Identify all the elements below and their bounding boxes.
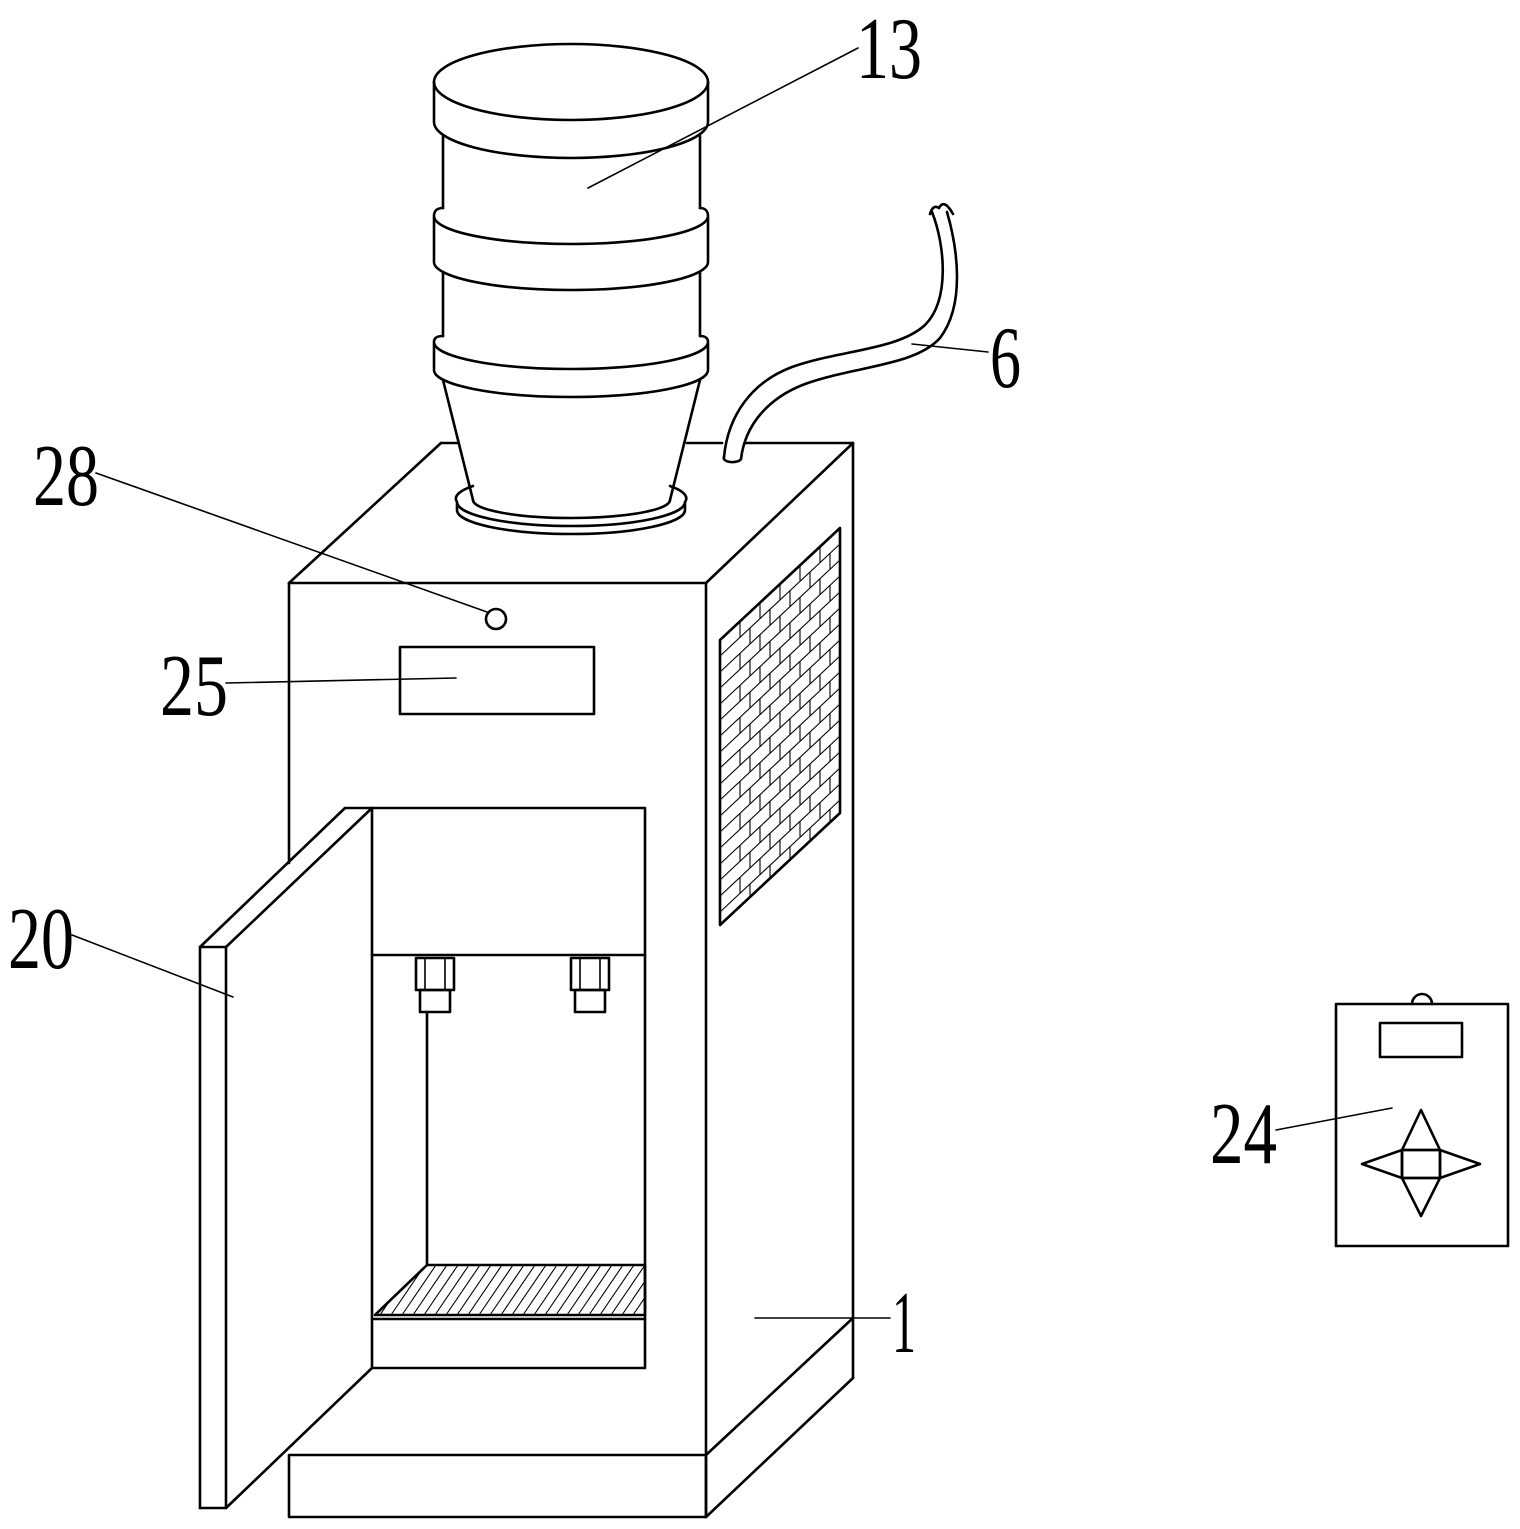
faucet-nut: [569, 956, 611, 992]
leader-line-remote: [1275, 1107, 1393, 1131]
faucet-nozzle: [573, 988, 607, 1014]
leader-line-display: [225, 677, 457, 684]
drip-tray-hatch-line: [555, 1264, 591, 1316]
grille-mesh: [719, 543, 841, 913]
indicator-light: [484, 607, 508, 631]
callout-label-bottle: 13: [856, 1, 922, 98]
drip-tray-hatch-line: [390, 1270, 422, 1316]
hose: [722, 202, 959, 464]
remote-dpad: [1360, 1108, 1482, 1218]
callout-label-indicator: 28: [33, 428, 99, 525]
drip-tray-hatch-line: [621, 1280, 646, 1316]
drip-tray-hatch-line: [423, 1264, 459, 1316]
drip-tray-hatch-line: [533, 1264, 569, 1316]
bottle-body-lower: [441, 270, 702, 338]
cabinet: [287, 441, 855, 1519]
faucet-nut-facets: [579, 957, 601, 991]
dpad-center: [1400, 1148, 1442, 1180]
water-bottle: [432, 42, 710, 536]
bottle-ring-lower: [432, 334, 710, 399]
dpad-right-arrow: [1438, 1148, 1482, 1180]
drip-tray-hatch-line: [610, 1264, 646, 1316]
callout-labels: 13 6 28 25 20 1 24: [8, 1, 1277, 1372]
drip-tray-hatch-line: [544, 1264, 580, 1316]
drip-tray-hatch-line: [379, 1300, 390, 1316]
door-bottom-edge: [198, 1366, 374, 1510]
drip-tray-hatch-line: [478, 1264, 514, 1316]
bottle-cap-top: [432, 42, 710, 122]
drip-tray-hatch-line: [588, 1264, 624, 1316]
dpad-down-arrow: [1400, 1176, 1442, 1218]
drip-tray-hatch-line: [522, 1264, 558, 1316]
remote-hanger-loop: [1410, 992, 1434, 1006]
drip-tray-hatch-line: [434, 1264, 470, 1316]
left-faucet: [414, 956, 456, 1014]
bottle-body-upper: [441, 134, 702, 210]
drip-tray-hatch-line: [577, 1264, 613, 1316]
callout-label-remote: 24: [1210, 1086, 1277, 1183]
drip-tray-hatch-line: [632, 1297, 646, 1316]
faucet-nut-facets: [424, 957, 446, 991]
bottle-ring-upper: [432, 206, 710, 292]
hose-inlet: [722, 455, 743, 464]
cabinet-door: [198, 806, 374, 1510]
callout-label-door: 20: [8, 891, 74, 988]
drip-tray-hatch-line: [445, 1264, 481, 1316]
callout-label-cabinet: 1: [892, 1275, 916, 1372]
drip-tray-hatch-line: [412, 1264, 448, 1316]
drip-tray-hatch-line: [566, 1264, 602, 1316]
cabinet-top-left-edge: [287, 441, 443, 585]
drip-tray-hatch-line: [401, 1264, 437, 1316]
bottle-cap-band: [432, 80, 710, 160]
leader-lines: [71, 47, 1393, 1319]
hose-outer-wall: [722, 210, 945, 459]
drip-tray-hatching: [379, 1264, 646, 1316]
drip-tray-hatch-line: [467, 1264, 503, 1316]
hose-end: [928, 202, 955, 216]
display-panel: [398, 645, 596, 716]
door-top-edge: [198, 806, 374, 949]
leader-line-hose: [911, 343, 989, 353]
remote-control: [1334, 992, 1510, 1248]
faucet-nozzle: [418, 988, 452, 1014]
leader-line-bottle: [587, 47, 859, 189]
callout-label-display: 25: [160, 638, 228, 735]
bottle-funnel-base: [471, 498, 672, 520]
dispensing-opening: [370, 806, 647, 1370]
leader-line-door: [71, 934, 234, 998]
drip-tray-hatch-line: [599, 1264, 635, 1316]
drip-tray-hatch-line: [456, 1264, 492, 1316]
cabinet-plinth: [287, 1453, 708, 1519]
remote-body: [1334, 1002, 1510, 1248]
cabinet-plinth-side-line: [704, 1316, 855, 1457]
cabinet-side-bottom-edge: [704, 1376, 855, 1519]
bottle-funnel: [441, 378, 702, 502]
drip-tray-hatch-line: [511, 1264, 547, 1316]
bottle-collar: [454, 484, 688, 536]
callout-label-hose: 6: [990, 310, 1021, 407]
cabinet-top-right-edge: [704, 441, 855, 585]
faucet-nut: [414, 956, 456, 992]
right-faucet: [569, 956, 611, 1014]
drip-tray: [373, 1263, 647, 1317]
hose-inner-wall: [739, 210, 959, 461]
remote-screen: [1378, 1021, 1464, 1059]
leader-line-indicator: [95, 472, 488, 613]
dpad-left-arrow: [1360, 1148, 1404, 1180]
dpad-up-arrow: [1400, 1108, 1442, 1152]
drip-tray-hatch-line: [500, 1264, 536, 1316]
drip-tray-hatch-line: [489, 1264, 525, 1316]
